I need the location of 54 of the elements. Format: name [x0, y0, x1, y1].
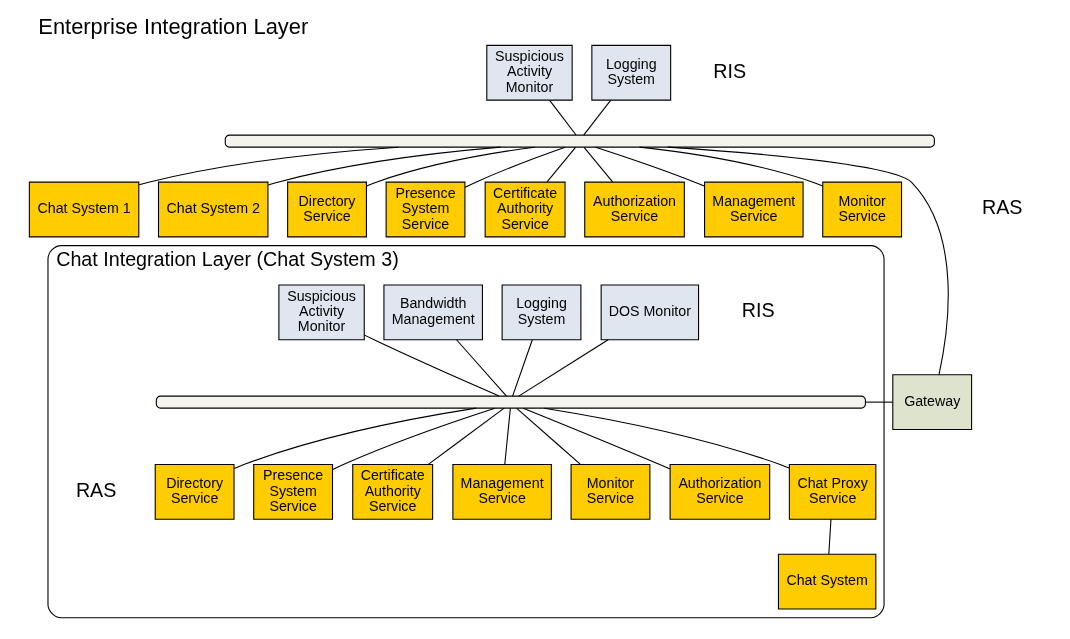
node-box: Authorization Service: [669, 463, 770, 520]
node-bar: [155, 395, 866, 409]
connector: [515, 407, 581, 465]
connector: [582, 99, 611, 136]
connector: [363, 334, 500, 397]
node-box: Certificate Authority Service: [484, 181, 566, 238]
node-box: DOS Monitor: [600, 284, 699, 341]
node-box: Suspicious Activity Monitor: [485, 44, 573, 101]
connector: [517, 339, 609, 397]
node-box: Chat System 2: [157, 181, 268, 238]
node-box: Gateway: [891, 374, 972, 431]
node-box: Authorization Service: [583, 181, 685, 238]
connector: [638, 146, 823, 187]
connector: [455, 339, 507, 397]
label: RIS: [741, 299, 775, 322]
connector: [511, 339, 533, 397]
label: RAS: [75, 478, 116, 501]
connector: [427, 407, 505, 465]
diagram-title: Enterprise Integration Layer: [37, 14, 308, 40]
node-box: Directory Service: [286, 181, 367, 238]
connector: [503, 407, 511, 465]
label: RAS: [981, 196, 1022, 219]
node-box: Directory Service: [154, 463, 235, 520]
node-box: Presence System Service: [252, 463, 333, 520]
node-box: Certificate Authority Service: [351, 463, 433, 520]
connector: [666, 146, 949, 376]
connector: [546, 146, 576, 183]
connector: [331, 407, 495, 471]
connector: [864, 401, 893, 403]
node-box: Management Service: [451, 463, 552, 520]
connector: [365, 146, 535, 187]
node-box: Logging System: [590, 44, 671, 101]
node-box: Logging System: [501, 284, 581, 341]
connector: [464, 146, 566, 188]
connector: [548, 99, 577, 136]
node-box: Chat Proxy Service: [788, 463, 876, 520]
connector: [233, 407, 477, 470]
connector: [827, 518, 831, 555]
node-box: Presence System Service: [385, 181, 465, 238]
connector: [583, 146, 613, 183]
node-box: Monitor Service: [821, 181, 902, 238]
node-box: Suspicious Activity Monitor: [277, 284, 365, 341]
label: RIS: [712, 59, 746, 82]
node-bar: [224, 134, 935, 148]
node-box: Monitor Service: [570, 463, 650, 520]
node-box: Management Service: [703, 181, 804, 238]
connector: [138, 146, 399, 186]
node-box: Bandwidth Management: [382, 284, 483, 341]
node-box: Chat System 1: [28, 181, 139, 238]
connector: [594, 146, 705, 187]
connector: [522, 407, 671, 470]
connector: [267, 146, 501, 186]
node-box: Chat System: [777, 553, 876, 610]
connector: [543, 407, 790, 469]
